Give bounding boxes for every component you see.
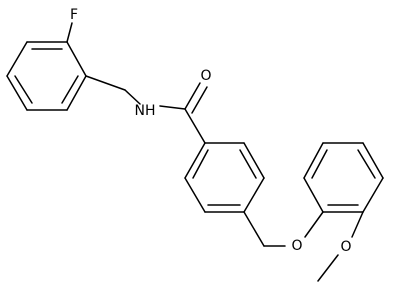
carbonyl-oxygen-label: O xyxy=(200,68,211,84)
ring-methoxy-bond xyxy=(351,211,364,238)
ether-oxygen-label: O xyxy=(291,238,302,254)
carbonyl-ring-bond xyxy=(184,108,206,144)
fluorophenyl-ring xyxy=(6,41,87,111)
methoxy-oxygen-label: O xyxy=(340,239,351,255)
c-f-bond xyxy=(66,22,73,43)
benzyl-linker xyxy=(85,75,141,105)
fluorine-label: F xyxy=(70,7,78,23)
amide-nitrogen-label: NH xyxy=(135,103,156,119)
methyl-bond xyxy=(317,254,339,282)
n-c-bond xyxy=(159,105,186,110)
ether-linker xyxy=(243,211,286,247)
methoxyphenyl-ring xyxy=(303,142,384,213)
ether-ring-bond xyxy=(304,211,324,238)
carbonyl-group xyxy=(184,82,208,114)
central-benzene-ring xyxy=(184,142,265,213)
